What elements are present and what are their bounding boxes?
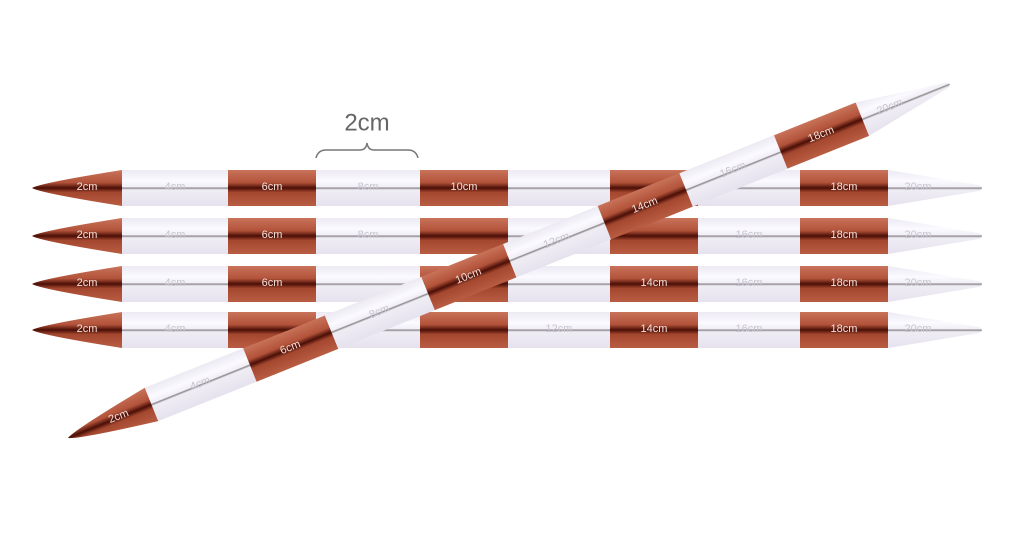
white-segment xyxy=(144,348,257,422)
copper-segment xyxy=(228,266,316,302)
needle-marking: 18cm xyxy=(831,277,858,289)
needle: 2cm 4cm 6cm 8cm 10cm 18cm 20cm xyxy=(32,170,982,206)
needle-tip-white xyxy=(888,170,982,206)
needle-marking: 8cm xyxy=(358,229,379,241)
needle: 2cm 4cm 6cm 8cm 16cm 18cm 20cm xyxy=(32,218,982,254)
white-segment xyxy=(122,218,228,254)
needle-marking: 6cm xyxy=(262,277,283,289)
needle-marking: 18cm xyxy=(831,229,858,241)
needle-tip-copper xyxy=(32,218,122,254)
white-segment xyxy=(122,312,228,348)
needle: 2cm 4cm 12cm 14cm 16cm 18cm 20cm xyxy=(32,312,982,348)
needle-marking: 14cm xyxy=(641,277,668,289)
needle-marking: 20cm xyxy=(905,229,932,241)
needle-marking: 16cm xyxy=(736,323,763,335)
needle-tip-copper xyxy=(32,312,122,348)
needle-tip-white xyxy=(888,312,982,348)
copper-segment xyxy=(610,266,698,302)
white-segment xyxy=(698,266,800,302)
white-segment xyxy=(316,218,420,254)
needle-marking: 12cm xyxy=(546,323,573,335)
needle-tip-white xyxy=(855,82,950,136)
copper-segment xyxy=(420,170,508,206)
needle-marking: 2cm xyxy=(77,229,98,241)
needle-marking: 2cm xyxy=(77,323,98,335)
needle-marking: 20cm xyxy=(905,323,932,335)
copper-segment xyxy=(800,312,888,348)
needle: 2cm 4cm 6cm 8cm 10cm 12cm 14cm 16cm 18cm 20cm xyxy=(68,82,950,439)
white-segment xyxy=(122,170,228,206)
needle-tip-copper xyxy=(32,170,122,206)
copper-segment xyxy=(610,312,698,348)
needle-marking: 16cm xyxy=(736,277,763,289)
copper-segment xyxy=(597,173,693,240)
copper-segment xyxy=(800,266,888,302)
copper-segment xyxy=(774,102,870,169)
white-segment xyxy=(324,276,435,349)
copper-segment xyxy=(228,170,316,206)
copper-segment xyxy=(421,243,517,311)
needle-marking: 14cm xyxy=(641,323,668,335)
needle-marking: 10cm xyxy=(451,181,478,193)
white-segment xyxy=(508,312,610,348)
needle-marking: 4cm xyxy=(165,323,186,335)
copper-segment xyxy=(228,218,316,254)
needle-marking: 2cm xyxy=(77,277,98,289)
white-segment xyxy=(698,218,800,254)
white-segment xyxy=(508,170,610,206)
needle-marking: 20cm xyxy=(905,181,932,193)
needle-marking: 18cm xyxy=(831,323,858,335)
needle-tip-copper xyxy=(68,387,159,439)
needle-marking: 6cm xyxy=(262,181,283,193)
white-segment xyxy=(503,206,612,278)
needle-marking: 6cm xyxy=(262,229,283,241)
white-segment xyxy=(679,135,788,207)
needle-tip-white xyxy=(888,266,982,302)
copper-segment xyxy=(420,312,508,348)
copper-segment xyxy=(800,218,888,254)
needle-marking: 8cm xyxy=(358,181,379,193)
white-segment xyxy=(122,266,228,302)
needle-tip-white xyxy=(888,218,982,254)
needle-marking: 16cm xyxy=(736,229,763,241)
copper-segment xyxy=(800,170,888,206)
needle-marking: 20cm xyxy=(905,277,932,289)
needle-marking: 18cm xyxy=(831,181,858,193)
needle-marking: 4cm xyxy=(165,229,186,241)
needle-tip-copper xyxy=(32,266,122,302)
white-segment xyxy=(316,170,420,206)
needle-marking: 2cm xyxy=(77,181,98,193)
scale-label: 2cm xyxy=(344,109,389,136)
scale-bracket: 2cm xyxy=(315,109,419,159)
white-segment xyxy=(698,312,800,348)
copper-segment xyxy=(243,315,339,382)
needle-marking: 4cm xyxy=(165,277,186,289)
needle-marking: 4cm xyxy=(165,181,186,193)
